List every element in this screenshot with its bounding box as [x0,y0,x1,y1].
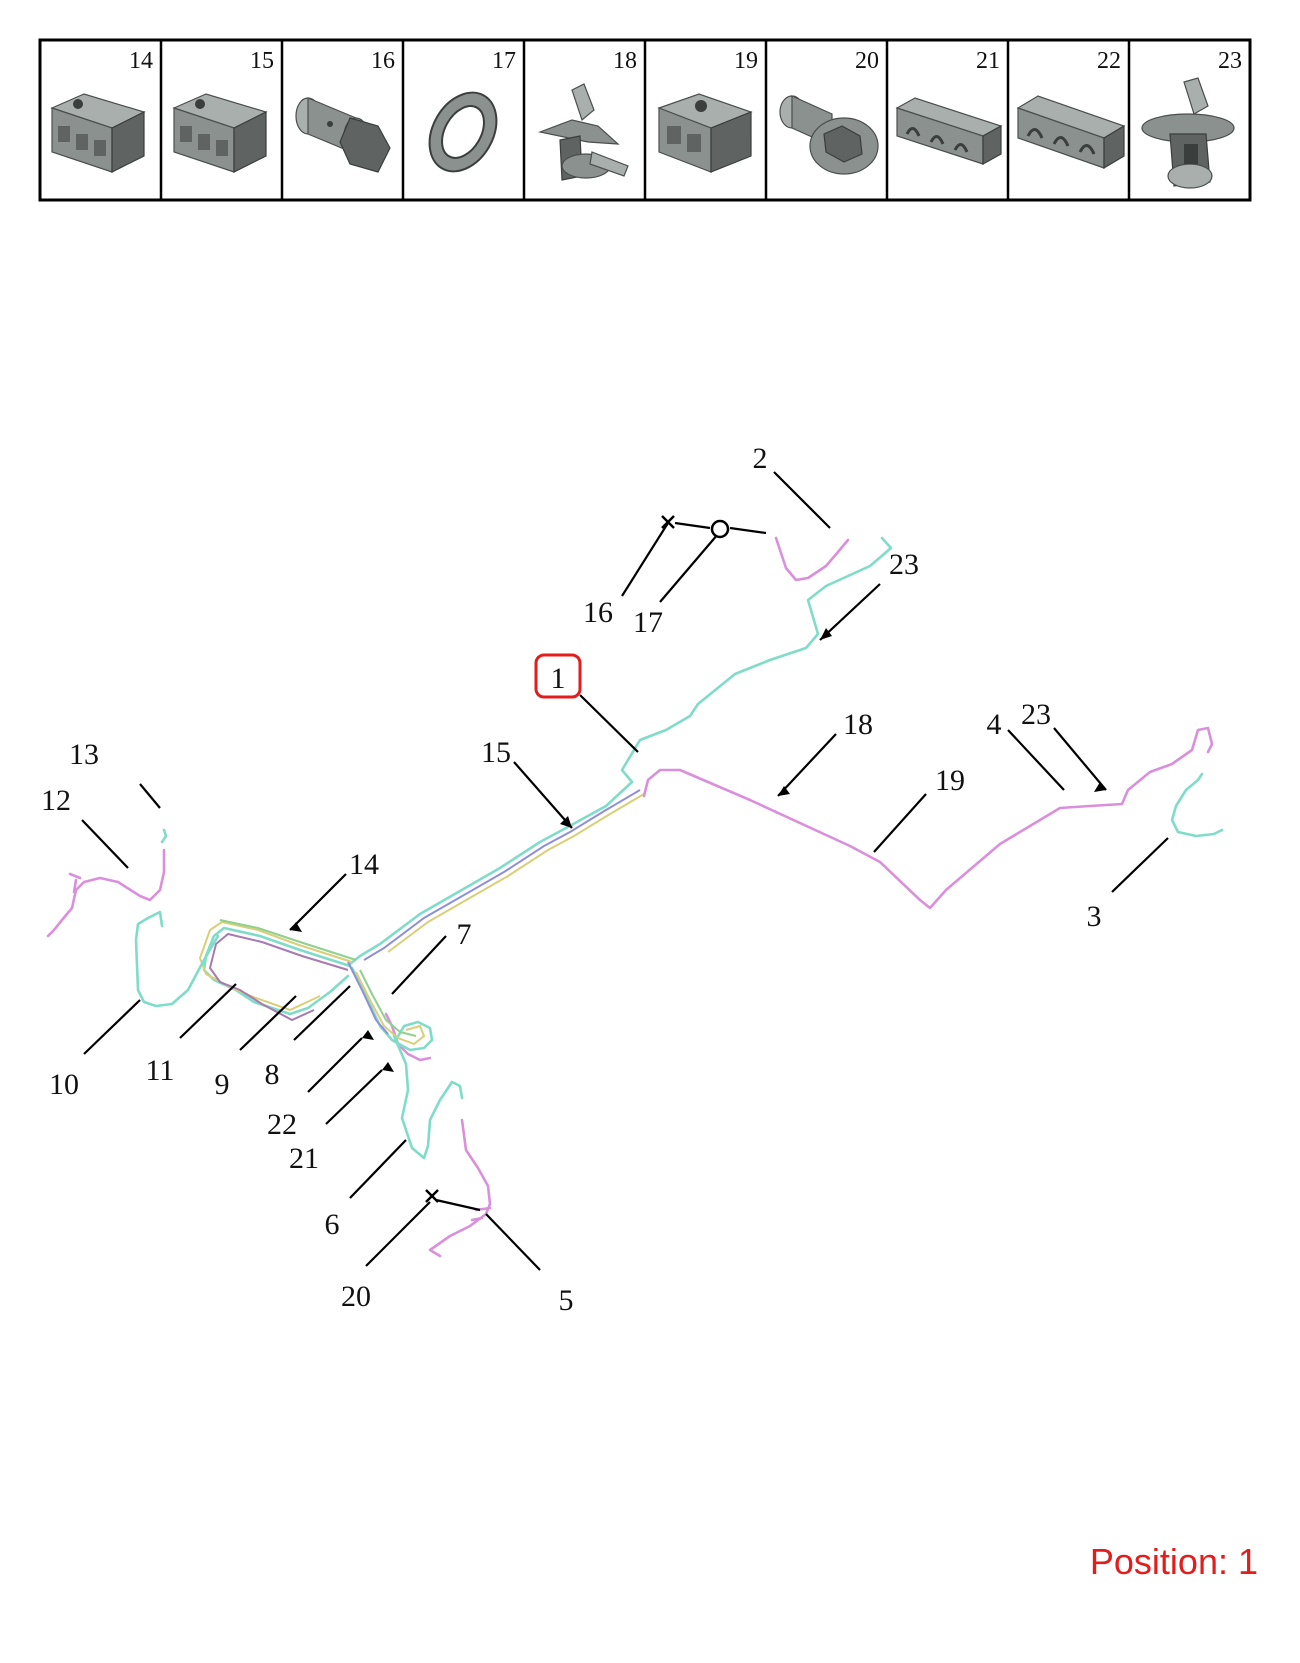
part-number-23: 23 [1218,48,1242,74]
callout-6[interactable]: 6 [325,1208,340,1241]
pipe-line-14[interactable] [202,926,352,1016]
pipe-line-5[interactable] [428,1118,492,1258]
parts-cell-20[interactable]: 20 [779,48,879,175]
clip-strip-3-icon [895,97,1003,166]
clip-block-3-icon [172,93,268,173]
pipe-line-21b [347,961,389,1035]
push-clip-large-icon [1141,77,1235,189]
parts-cell-23[interactable]: 23 [1141,48,1242,189]
parts-cell-18[interactable]: 18 [537,48,637,181]
pipe-line-22b [359,969,417,1037]
callout-17[interactable]: 17 [633,606,663,639]
brake-pipe-routes [46,536,1224,1258]
callout-18[interactable]: 18 [843,708,873,741]
callout-23-front[interactable]: 23 [889,548,919,581]
callout-15[interactable]: 15 [481,736,511,769]
push-clip-icon [537,83,629,181]
callout-7[interactable]: 7 [457,918,472,951]
washer-icon [428,91,498,173]
callout-1[interactable]: 1 [551,662,566,695]
parts-cell-17[interactable]: 17 [416,48,516,183]
washer-marker-17 [710,519,730,539]
callout-16[interactable]: 16 [583,596,613,629]
pipe-line-15[interactable] [363,789,641,961]
callout-labels: 1 2 3 4 5 6 7 8 9 10 11 12 13 14 15 16 1… [41,442,1102,1317]
callout-20[interactable]: 20 [341,1280,371,1313]
callout-9[interactable]: 9 [215,1068,230,1101]
callout-1-highlight [534,653,582,699]
callout-22[interactable]: 22 [267,1108,297,1141]
hex-bolt-icon [779,95,879,175]
pipe-line-8 [219,919,357,961]
pipe-line-21[interactable] [350,966,434,1052]
pipe-line-19[interactable] [642,726,1214,910]
callout-21[interactable]: 21 [289,1142,319,1175]
pipe-line-15b [387,793,645,953]
callout-13[interactable]: 13 [69,738,99,771]
callout-5[interactable]: 5 [559,1284,574,1317]
pipe-line-13 [160,828,168,844]
pipe-line-12b [68,872,82,894]
callout-12[interactable]: 12 [41,784,71,817]
parts-cell-16[interactable]: 16 [295,48,395,173]
clip-strip-3-icon [1016,95,1126,170]
clip-block-2-icon [657,93,753,173]
fastener-marker-20 [425,1189,439,1203]
parts-cell-22[interactable]: 22 [1016,48,1126,170]
part-number-15: 15 [250,48,274,74]
part-number-18: 18 [613,48,637,74]
pipe-line-2[interactable] [774,536,850,582]
callout-11[interactable]: 11 [146,1054,175,1087]
bolt-icon [295,97,391,173]
part-number-21: 21 [976,48,1000,74]
parts-cell-15[interactable]: 15 [172,48,274,173]
callout-14[interactable]: 14 [349,848,379,881]
callout-23-rear[interactable]: 23 [1021,698,1051,731]
part-number-20: 20 [855,48,879,74]
parts-cell-19[interactable]: 19 [657,48,758,173]
callout-19[interactable]: 19 [935,764,965,797]
part-number-14: 14 [129,48,153,74]
part-number-16: 16 [371,48,395,74]
pipe-line-22[interactable] [355,971,426,1046]
pipe-line-6[interactable] [392,1034,464,1160]
callout-4[interactable]: 4 [987,708,1002,741]
pipe-line-3[interactable] [1170,772,1224,838]
pipe-line-11[interactable] [208,932,349,1022]
position-label: Position: 1 [1090,1541,1258,1582]
parts-cell-14[interactable]: 14 [50,48,153,173]
pipe-line-12[interactable] [46,848,166,938]
callout-10[interactable]: 10 [49,1068,79,1101]
part-number-19: 19 [734,48,758,74]
parts-cell-21[interactable]: 21 [895,48,1003,166]
callout-8[interactable]: 8 [265,1058,280,1091]
callout-2[interactable]: 2 [753,442,768,475]
callout-3[interactable]: 3 [1087,900,1102,933]
part-number-22: 22 [1097,48,1121,74]
pipe-line-9[interactable] [198,920,353,1012]
pipe-line-1[interactable] [348,536,893,966]
pipe-line-10[interactable] [134,910,220,1008]
fastener-marker-16 [661,515,675,529]
part-number-17: 17 [492,48,516,74]
parts-header-table: 14 15 [38,38,1252,202]
leader-lines [81,471,1169,1271]
clip-block-3-icon [50,93,146,173]
